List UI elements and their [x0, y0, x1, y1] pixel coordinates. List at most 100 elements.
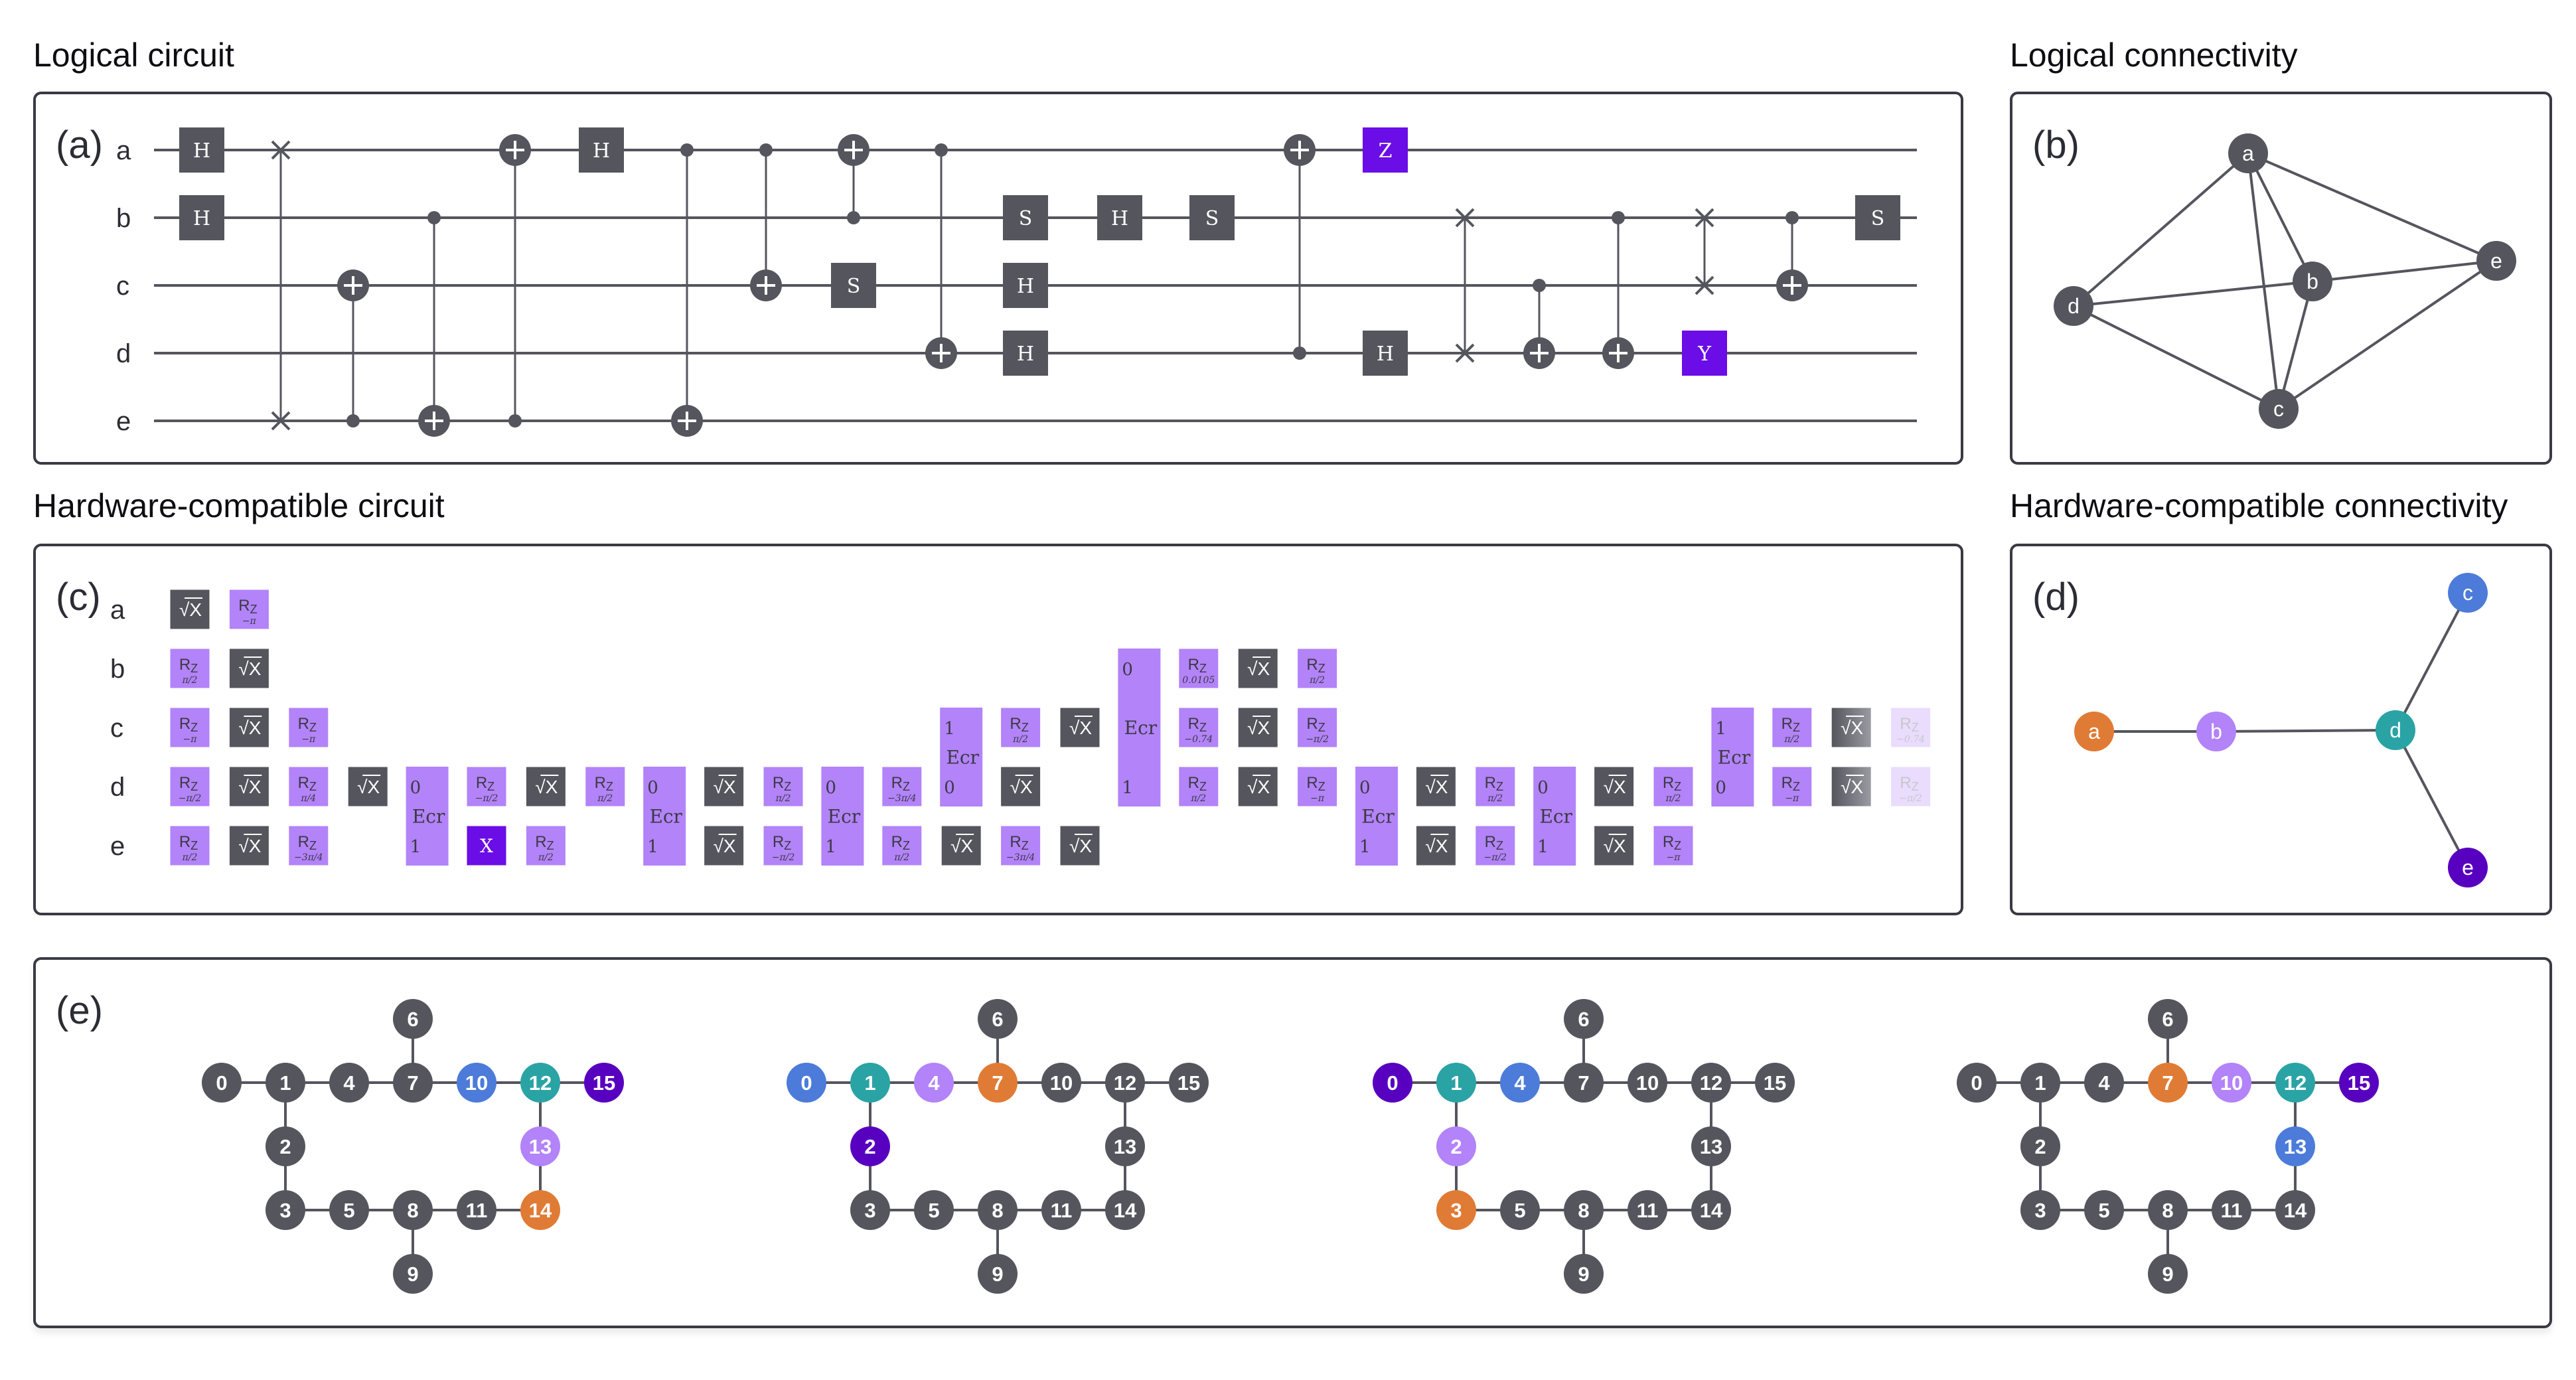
- rz-gate-d: RZπ/2: [763, 767, 803, 806]
- swap-gate: [1455, 208, 1475, 363]
- physical-qubit-6: 6: [978, 999, 1018, 1039]
- physical-qubit-2: 2: [1436, 1126, 1476, 1166]
- physical-qubit-14: 14: [1691, 1190, 1731, 1230]
- svg-text:0: 0: [1715, 778, 1726, 798]
- physical-qubit-13: 13: [2275, 1126, 2315, 1166]
- svg-text:14: 14: [1114, 1199, 1137, 1222]
- physical-qubit-14: 14: [1105, 1190, 1145, 1230]
- panel-label-a: (a): [56, 123, 103, 167]
- svg-text:π/2: π/2: [1783, 734, 1799, 745]
- svg-text:6: 6: [2162, 1008, 2173, 1031]
- svg-text:1: 1: [1537, 837, 1549, 857]
- svg-text:12: 12: [1114, 1071, 1136, 1095]
- gate-h-c: H: [1003, 263, 1048, 308]
- svg-text:e: e: [2490, 249, 2502, 273]
- physical-qubit-10: 10: [1628, 1063, 1667, 1103]
- svg-text:10: 10: [2220, 1071, 2243, 1095]
- edge-b-c: [2277, 281, 2314, 410]
- physical-qubit-13: 13: [520, 1126, 560, 1166]
- cnot-gate: [750, 143, 782, 301]
- gate-z-a: Z: [1363, 127, 1408, 173]
- svg-text:Z: Z: [1379, 139, 1393, 163]
- svg-text:0: 0: [800, 1071, 812, 1095]
- physical-qubit-5: 5: [2084, 1190, 2124, 1230]
- svg-text:H: H: [193, 139, 210, 163]
- rz-gate-d: RZ−π/2: [1891, 767, 1931, 806]
- sqrt-x-gate-b: √X: [229, 649, 269, 688]
- logical-circuit-title: Logical circuit: [33, 37, 234, 74]
- physical-qubit-13: 13: [1691, 1126, 1731, 1166]
- svg-text:8: 8: [992, 1199, 1003, 1222]
- physical-qubit-8: 8: [1564, 1190, 1604, 1230]
- svg-text:7: 7: [1578, 1071, 1589, 1095]
- svg-text:H: H: [1017, 343, 1034, 366]
- x-gate-e: X: [467, 826, 506, 866]
- cnot-gate: [337, 269, 369, 427]
- gate-y-d: Y: [1682, 331, 1727, 376]
- sqrt-x-gate-e: √X: [1594, 826, 1634, 866]
- sqrt-x-gate-e: √X: [704, 826, 744, 866]
- sqrt-x-gate-d: √X: [1594, 767, 1634, 806]
- physical-qubit-6: 6: [2148, 999, 2188, 1039]
- sqrt-x-gate-a: √X: [170, 589, 210, 629]
- cnot-gate: [499, 134, 531, 427]
- sqrt-x-gate-c: √X: [229, 708, 269, 747]
- svg-text:12: 12: [1700, 1071, 1722, 1095]
- rz-gate-d: RZπ/2: [585, 767, 625, 806]
- svg-text:a: a: [2242, 141, 2254, 165]
- physical-qubit-0: 0: [1373, 1063, 1412, 1103]
- svg-text:√X: √X: [1247, 777, 1270, 797]
- svg-text:Y: Y: [1697, 343, 1712, 366]
- rz-gate-c: RZ−π/2: [1298, 708, 1337, 747]
- rz-gate-d: RZπ/2: [1179, 767, 1219, 806]
- edge-d-c: [2073, 305, 2279, 410]
- qubit-label-a: a: [116, 136, 131, 165]
- physical-qubit-1: 1: [850, 1063, 890, 1103]
- rz-gate-c: RZ−π: [289, 708, 329, 747]
- svg-text:b: b: [2210, 720, 2222, 743]
- physical-qubit-9: 9: [978, 1254, 1018, 1294]
- sqrt-x-gate-b: √X: [1238, 649, 1278, 688]
- cnot-gate: [838, 134, 870, 224]
- hardware-circuit-title: Hardware-compatible circuit: [33, 487, 445, 524]
- hardware-connectivity-title: Hardware-compatible connectivity: [2010, 487, 2508, 524]
- svg-text:14: 14: [2284, 1199, 2307, 1222]
- rz-gate-b: RZπ/2: [1298, 649, 1337, 688]
- physical-qubit-9: 9: [393, 1254, 433, 1294]
- svg-text:4: 4: [343, 1071, 355, 1095]
- physical-qubit-15: 15: [1169, 1063, 1209, 1103]
- qubit-label-d: d: [110, 773, 125, 802]
- sqrt-x-gate-d: √X: [704, 767, 744, 806]
- rz-gate-d: RZπ/4: [289, 767, 329, 806]
- svg-text:−π/2: −π/2: [179, 793, 202, 804]
- edge-d-c: [2394, 592, 2469, 731]
- sqrt-x-gate-c: √X: [1238, 708, 1278, 747]
- svg-text:−π/2: −π/2: [475, 793, 498, 804]
- svg-text:√X: √X: [238, 718, 261, 738]
- rz-gate-c: RZ−0.74: [1179, 708, 1219, 747]
- svg-text:0: 0: [1387, 1071, 1398, 1095]
- rz-gate-d: RZπ/2: [1653, 767, 1693, 806]
- svg-text:10: 10: [1636, 1071, 1659, 1095]
- svg-text:0: 0: [1122, 660, 1133, 680]
- svg-text:1: 1: [825, 837, 836, 857]
- svg-text:Ecr: Ecr: [1124, 717, 1158, 739]
- svg-text:Ecr: Ecr: [649, 806, 682, 828]
- physical-qubit-0: 0: [1957, 1063, 1997, 1103]
- control-dot-icon: [346, 414, 360, 427]
- svg-text:10: 10: [465, 1071, 488, 1095]
- svg-text:0.0105: 0.0105: [1182, 675, 1215, 686]
- gate-s-b: S: [1003, 195, 1048, 240]
- svg-text:S: S: [1019, 207, 1033, 230]
- svg-text:9: 9: [407, 1263, 418, 1286]
- physical-qubit-6: 6: [393, 999, 433, 1039]
- swap-gate: [1695, 208, 1714, 295]
- swap-gate: [271, 140, 291, 431]
- physical-qubit-11: 11: [2212, 1190, 2251, 1230]
